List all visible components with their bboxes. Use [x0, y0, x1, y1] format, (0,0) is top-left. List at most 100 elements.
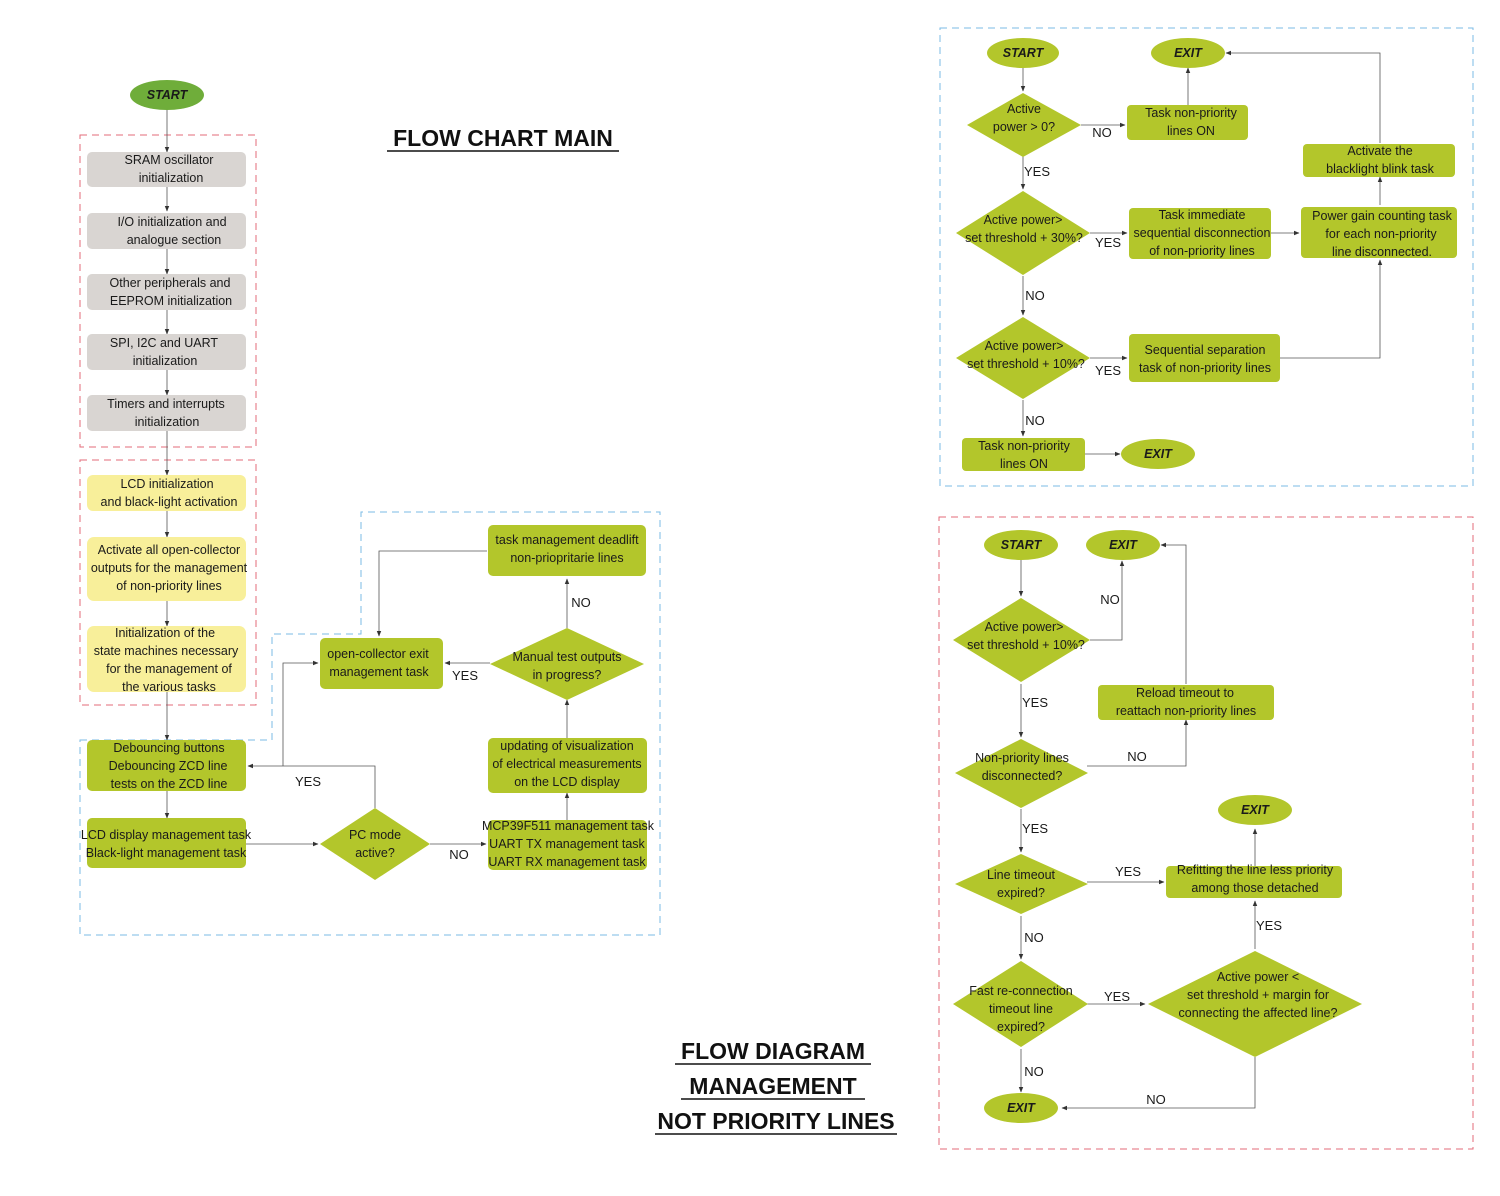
frame-hardware-init	[79, 134, 257, 448]
bottom-exit-3-label: EXIT	[1007, 1101, 1036, 1115]
state-machines-line-2: state machines necessary	[94, 644, 239, 658]
top-d3-yes-label: YES	[1095, 363, 1121, 378]
oc-exit-node: open-collector exit management task	[320, 638, 443, 689]
manual-test-no-label: NO	[571, 595, 591, 610]
bottom-d4-no-label: NO	[1024, 1064, 1044, 1079]
top-threshold-10-decision: Active power> set threshold + 10%?	[956, 317, 1090, 399]
top-task-on-node-2: Task non-priority lines ON	[962, 438, 1085, 471]
top-flow: START EXIT Active power > 0? Task non-pr…	[956, 38, 1457, 471]
top-task-on-1-line-2: lines ON	[1167, 124, 1215, 138]
bottom-d3-line-2: expired?	[997, 886, 1045, 900]
top-blacklight-line-2: blacklight blink task	[1326, 162, 1434, 176]
spi-init-node: SPI, I2C and UART initialization	[87, 334, 246, 370]
debouncing-line-3: tests on the ZCD line	[111, 777, 228, 791]
manual-test-line-2: in progress?	[533, 668, 602, 682]
oc-exit-line-2: management task	[329, 665, 429, 679]
io-init-line-1: I/O initialization and	[117, 215, 226, 229]
title-lines-2: MANAGEMENT	[689, 1073, 856, 1099]
peripherals-init-node: Other peripherals and EEPROM initializat…	[87, 274, 246, 310]
bottom-d4-line-3: expired?	[997, 1020, 1045, 1034]
frame-software-init	[79, 459, 257, 706]
lcd-init-line-1: LCD initialization	[120, 477, 213, 491]
updating-node: updating of visualization of electrical …	[488, 738, 647, 793]
bottom-start-label: START	[1001, 538, 1043, 552]
top-threshold-30-decision: Active power> set threshold + 30%?	[956, 191, 1090, 275]
pc-mode-line-1: PC mode	[349, 828, 401, 842]
bottom-exit-1-label: EXIT	[1109, 538, 1138, 552]
top-d2-yes-label: YES	[1095, 235, 1121, 250]
bottom-d5-line-2: set threshold + margin for	[1187, 988, 1329, 1002]
top-exit-terminal-2: EXIT	[1121, 439, 1195, 469]
bottom-reload-line-1: Reload timeout to	[1136, 686, 1234, 700]
spi-init-line-2: initialization	[133, 354, 198, 368]
timers-init-line-2: initialization	[135, 415, 200, 429]
manual-test-line-1: Manual test outputs	[512, 650, 621, 664]
mcp-tasks-line-3: UART RX management task	[488, 855, 646, 869]
bottom-d3-line-1: Line timeout	[987, 868, 1056, 882]
top-blacklight-node: Activate the blacklight blink task	[1303, 144, 1455, 177]
top-separation-line-2: task of non-priority lines	[1139, 361, 1271, 375]
deadlift-line-1: task management deadlift	[495, 533, 639, 547]
bottom-fast-reconnect-decision: Fast re-connection timeout line expired?	[953, 961, 1088, 1047]
bottom-d5-yes-label: YES	[1256, 918, 1282, 933]
state-machines-line-1: Initialization of the	[115, 626, 215, 640]
lcd-tasks-node: LCD display management task Black-light …	[81, 818, 252, 868]
top-task-on-2-line-1: Task non-priority	[978, 439, 1070, 453]
oc-exit-line-1: open-collector exit	[327, 647, 429, 661]
bottom-exit-terminal-1: EXIT	[1086, 530, 1160, 560]
pc-mode-no-label: NO	[449, 847, 469, 862]
bottom-d1-no-label: NO	[1100, 592, 1120, 607]
title-main-text: FLOW CHART MAIN	[393, 125, 613, 151]
bottom-d3-yes-label: YES	[1115, 864, 1141, 879]
bottom-reload-line-2: reattach non-priority lines	[1116, 704, 1256, 718]
bottom-d1-line-1: Active power>	[985, 620, 1064, 634]
debouncing-line-1: Debouncing buttons	[113, 741, 224, 755]
deadlift-line-2: non-priopritаrie lines	[510, 551, 623, 565]
bottom-exit-terminal-3: EXIT	[984, 1093, 1058, 1123]
top-task-on-2-line-2: lines ON	[1000, 457, 1048, 471]
top-start-terminal: START	[987, 38, 1059, 68]
group-frames	[79, 27, 1474, 1150]
pc-mode-yes-label: YES	[295, 774, 321, 789]
bottom-refitting-line-2: among those detached	[1191, 881, 1318, 895]
top-separation-line-1: Sequential separation	[1145, 343, 1266, 357]
bottom-d1-line-2: set threshold + 10%?	[967, 638, 1085, 652]
top-immediate-line-2: sequential disconnection	[1134, 226, 1271, 240]
top-immediate-node: Task immediate sequential disconnection …	[1129, 208, 1271, 259]
bottom-d5-line-3: connecting the affected line?	[1179, 1006, 1338, 1020]
top-exit-2-label: EXIT	[1144, 447, 1173, 461]
timers-init-node: Timers and interrupts initialization	[87, 395, 246, 431]
lcd-tasks-line-2: Black-light management task	[86, 846, 247, 860]
activate-oc-node: Activate all open-collector outputs for …	[87, 537, 248, 601]
bottom-d5-line-1: Active power <	[1217, 970, 1299, 984]
lcd-tasks-line-1: LCD display management task	[81, 828, 252, 842]
state-machines-node: Initialization of the state machines nec…	[87, 626, 246, 694]
io-init-line-2: analogue section	[127, 233, 222, 247]
bottom-d4-line-2: timeout line	[989, 1002, 1053, 1016]
top-d1-line-2: power > 0?	[993, 120, 1055, 134]
top-start-label: START	[1003, 46, 1045, 60]
bottom-d2-no-label: NO	[1127, 749, 1147, 764]
top-d3-line-2: set threshold + 10%?	[967, 357, 1085, 371]
bottom-refitting-line-1: Refitting the line less priority	[1177, 863, 1334, 877]
top-d1-yes-label: YES	[1024, 164, 1050, 179]
sram-init-line-2: initialization	[139, 171, 204, 185]
bottom-d4-line-1: Fast re-connection	[969, 984, 1073, 998]
top-power-positive-decision: Active power > 0?	[967, 93, 1081, 157]
main-start-label: START	[147, 88, 189, 102]
frame-bottom-flow	[938, 516, 1474, 1150]
bottom-margin-decision: Active power < set threshold + margin fo…	[1148, 951, 1362, 1057]
bottom-d3-no-label: NO	[1024, 930, 1044, 945]
frame-main-loop	[79, 511, 661, 936]
frame-top-flow	[939, 27, 1474, 487]
connectors	[164, 50, 1383, 1111]
top-d2-no-label: NO	[1025, 288, 1045, 303]
peripherals-line-2: EEPROM initialization	[110, 294, 232, 308]
bottom-d2-yes-label: YES	[1022, 821, 1048, 836]
top-d1-line-1: Active	[1007, 102, 1041, 116]
bottom-d5-no-label: NO	[1146, 1092, 1166, 1107]
title-lines: FLOW DIAGRAM MANAGEMENT NOT PRIORITY LIN…	[655, 1038, 897, 1135]
top-task-on-node-1: Task non-priority lines ON	[1127, 105, 1248, 140]
top-gain-node: Power gain counting task for each non-pr…	[1301, 207, 1457, 259]
